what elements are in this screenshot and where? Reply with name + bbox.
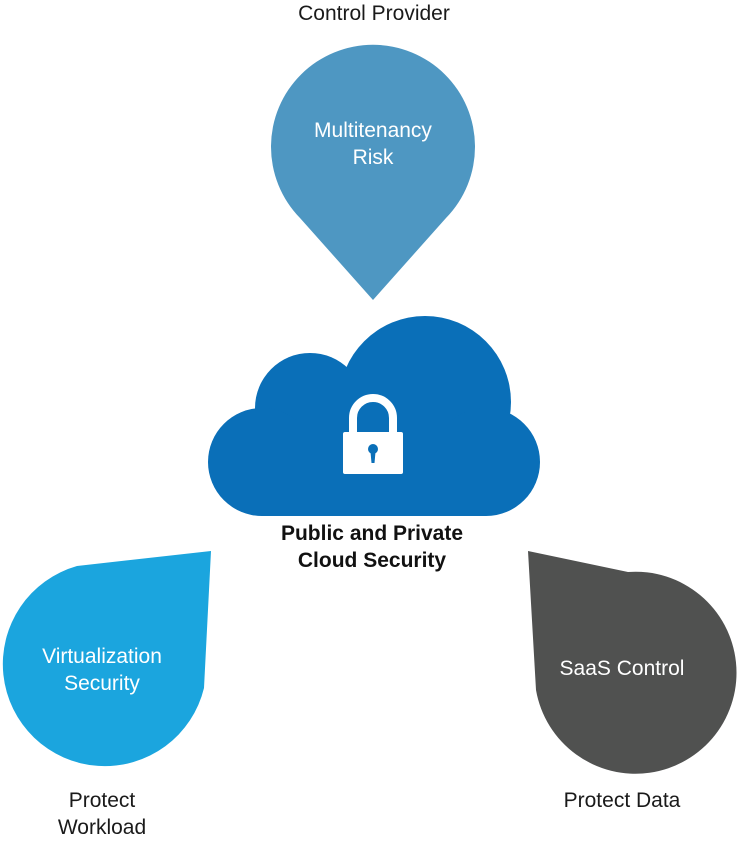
cloud-icon	[208, 316, 540, 516]
top-caption-text: Control Provider	[298, 2, 450, 25]
center-title-line1: Public and Private	[280, 522, 464, 545]
top-drop-shape	[271, 44, 475, 301]
right-caption-text: Protect Data	[563, 789, 681, 812]
left-drop-line2: Security	[64, 672, 140, 696]
left-drop-line1: Virtualization	[42, 645, 162, 668]
left-caption-line2: Workload	[57, 816, 147, 840]
left-drop-shape	[2, 551, 211, 767]
left-drop-label: Virtualization Security	[2, 643, 202, 698]
right-drop-line: SaaS Control	[559, 657, 685, 680]
top-drop-label: Multitenancy Risk	[273, 117, 473, 172]
right-drop-shape	[528, 551, 737, 774]
left-caption-line1: Protect	[68, 789, 136, 812]
top-drop-line1: Multitenancy	[314, 119, 432, 142]
right-drop-label: SaaS Control	[536, 655, 708, 682]
left-caption: Protect Workload	[2, 787, 202, 842]
center-title: Public and Private Cloud Security	[222, 520, 522, 575]
lock-icon	[343, 394, 403, 474]
top-caption: Control Provider	[224, 0, 524, 27]
center-title-line2: Cloud Security	[297, 549, 447, 573]
top-drop-line2: Risk	[352, 146, 394, 170]
right-caption: Protect Data	[522, 787, 722, 814]
